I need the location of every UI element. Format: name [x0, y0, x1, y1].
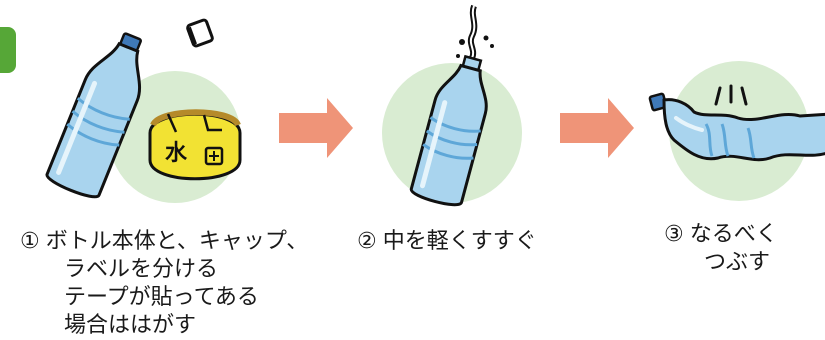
step-1-line-2: ラベルを分ける	[64, 257, 219, 282]
water-splash-icon	[456, 4, 494, 60]
plastic-bottle-icon	[409, 54, 488, 207]
step-arrow-icon	[560, 98, 634, 158]
step-badge	[0, 27, 16, 73]
step-1-line-3: テープが貼ってある	[64, 285, 259, 310]
crushed-bottle-icon	[648, 92, 825, 162]
step-3-illustration	[648, 61, 825, 201]
step-2-line-1: 中を軽くすすぐ	[382, 229, 537, 254]
step-2-illustration	[382, 4, 522, 207]
recycle-mark-icon	[204, 146, 224, 166]
water-label-text: 水	[165, 141, 188, 166]
step-1-number: ①	[20, 229, 40, 254]
step-3-line-1: なるべく	[689, 222, 778, 247]
plastic-bottle-icon	[45, 32, 142, 199]
step-arrow-icon	[279, 98, 353, 158]
step-1-line-4: 場合ははがす	[64, 313, 197, 338]
crush-lines-icon	[714, 84, 748, 106]
step-3-line-2: つぶす	[704, 250, 771, 275]
step-1-illustration: 水	[45, 18, 242, 203]
step-2-number: ②	[357, 229, 377, 254]
step-3-number: ③	[664, 222, 684, 247]
bottle-cap-icon	[186, 18, 214, 48]
bottle-label-band: 水	[148, 109, 242, 181]
step-1-line-1: ボトル本体と、キャップ、	[45, 229, 309, 254]
